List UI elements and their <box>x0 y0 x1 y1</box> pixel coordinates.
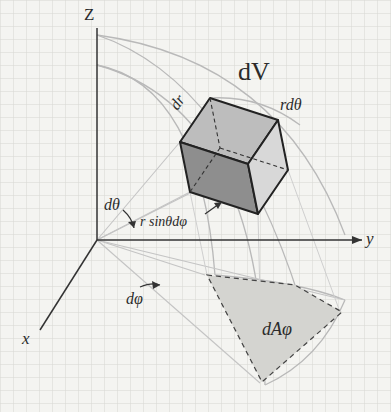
leader-arrowhead <box>214 202 222 209</box>
axis-label: y <box>366 230 374 249</box>
axis-label: x <box>22 330 30 349</box>
area-label: dAφ <box>262 320 292 340</box>
axis-label: Z <box>84 6 94 25</box>
axis-arrowhead <box>352 236 362 244</box>
arc-arrowhead <box>128 221 136 228</box>
hidden-edges <box>190 98 288 192</box>
angle-label: dθ <box>104 196 120 214</box>
radial-lines <box>97 142 345 383</box>
angle-label: dφ <box>126 290 143 308</box>
edge-label: r sinθdφ <box>140 214 187 229</box>
volume-element <box>180 98 288 214</box>
sphere-arcs <box>97 35 345 385</box>
arc-arrowhead <box>152 281 160 289</box>
volume-label: dV <box>238 58 270 87</box>
edge-label: rdθ <box>280 96 302 114</box>
area-element <box>207 275 342 382</box>
axes <box>40 28 362 330</box>
